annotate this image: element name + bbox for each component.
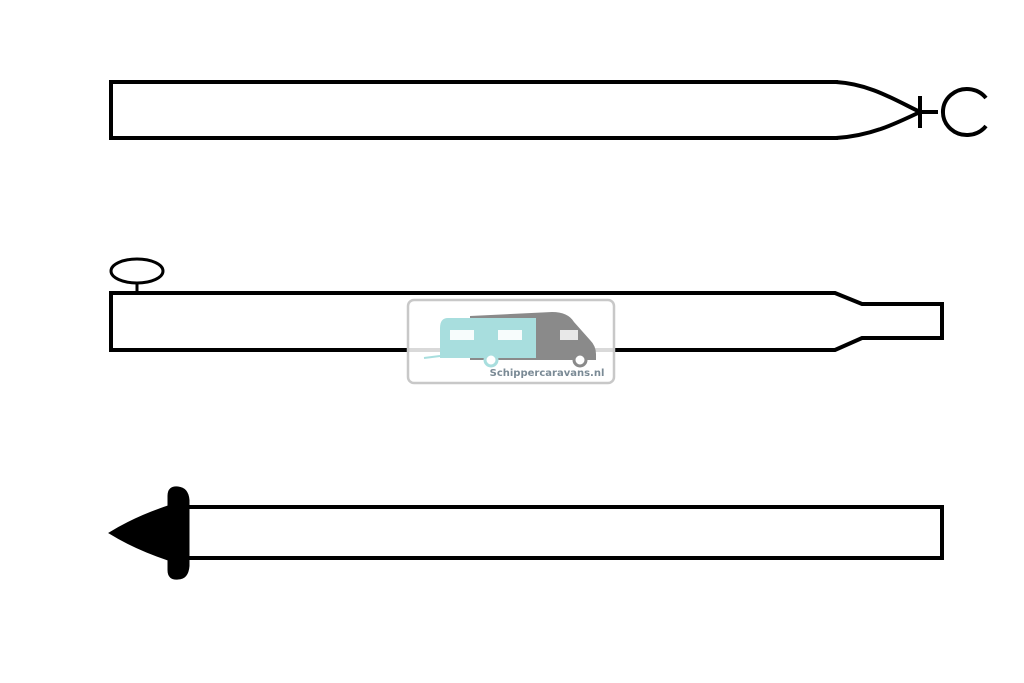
- caravan-wheel-icon: [483, 352, 499, 368]
- caravan-window-1: [450, 330, 474, 340]
- ring-eye-icon: [940, 87, 988, 137]
- caravan-window-2: [498, 330, 522, 340]
- pole-2-tube: [109, 291, 944, 352]
- camper-window: [560, 330, 578, 340]
- pole-with-ring-eye: [109, 80, 988, 140]
- pole-with-locking-screw: [109, 257, 944, 352]
- pole-1-taper-bottom: [835, 110, 921, 140]
- spike-icon: [108, 486, 190, 580]
- pole-1-taper-top: [835, 80, 921, 114]
- caravan-drawbar: [423, 355, 441, 359]
- pole-3-tube: [185, 505, 944, 560]
- caravan-icon: [440, 318, 536, 358]
- pole-1-tube: [109, 80, 838, 140]
- locking-knob-icon: [109, 257, 165, 285]
- watermark-logo: Schippercaravans.nl: [406, 298, 616, 385]
- camper-wheel-icon: [572, 352, 588, 368]
- pole-with-spike: [108, 486, 944, 580]
- watermark-text: Schippercaravans.nl: [490, 368, 605, 379]
